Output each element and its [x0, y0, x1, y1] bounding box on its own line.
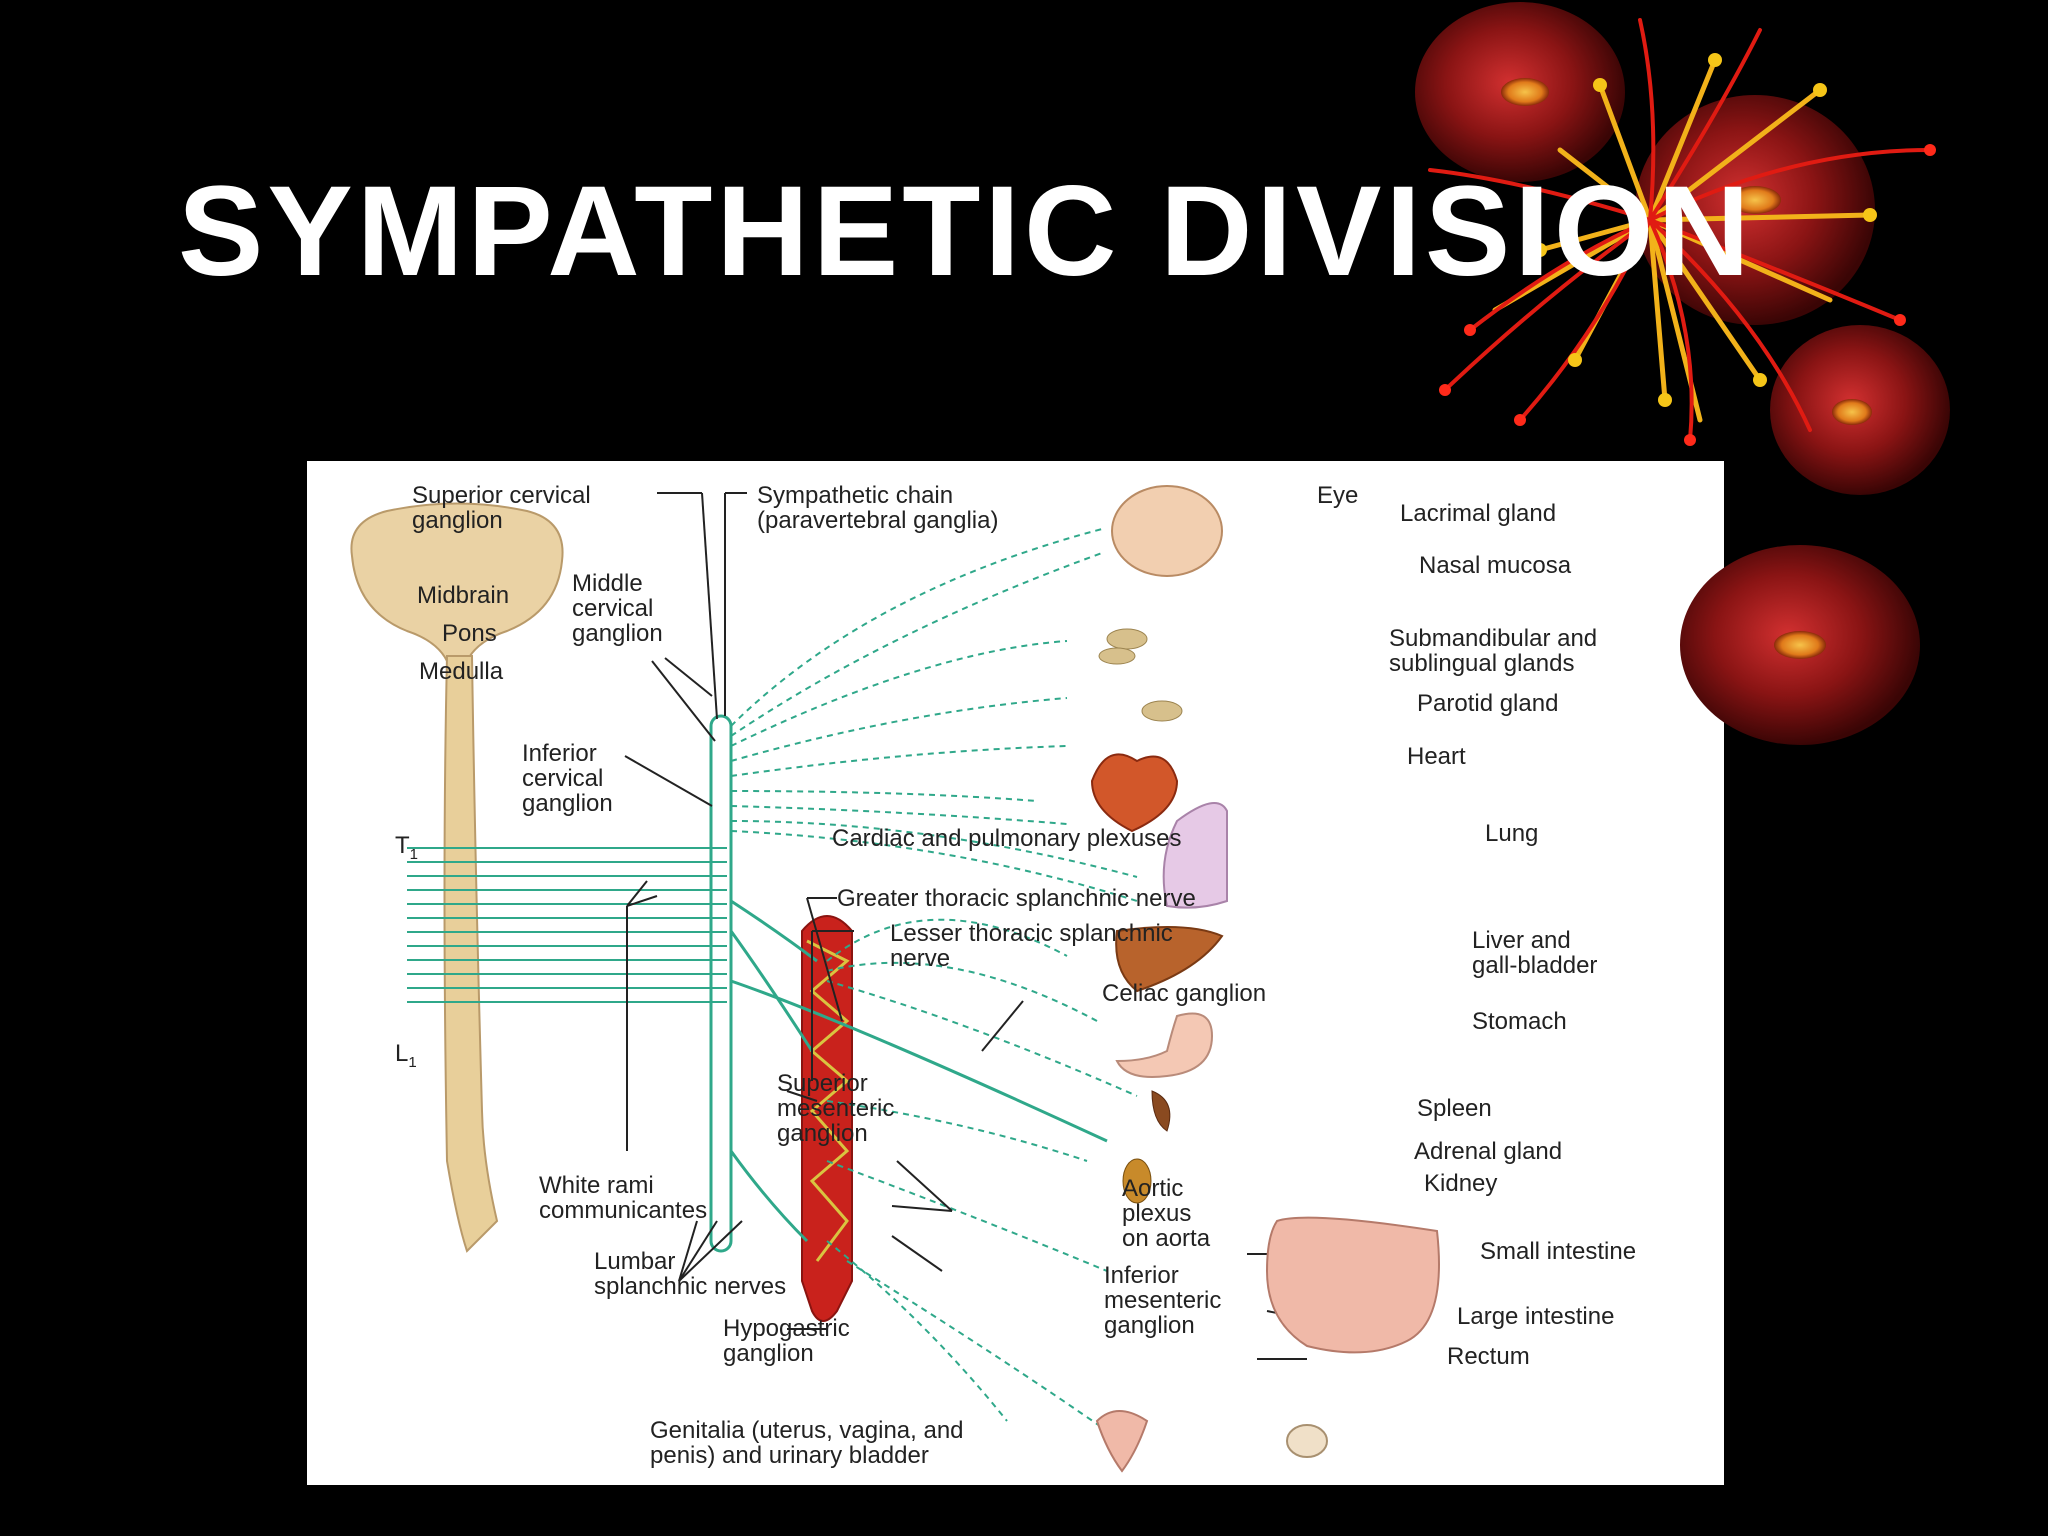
label-l1: L1 [395, 1040, 417, 1071]
label-greater-splanchnic: Greater thoracic splanchnic nerve [837, 885, 1196, 912]
label-cardiac-plexuses: Cardiac and pulmonary plexuses [832, 825, 1182, 852]
aorta-icon [801, 915, 853, 1322]
label-pons: Pons [442, 620, 497, 647]
label-large-intestine: Large intestine [1457, 1303, 1615, 1330]
label-kidney: Kidney [1424, 1170, 1498, 1197]
stomach-icon [1115, 1012, 1214, 1078]
label-celiac: Celiac ganglion [1102, 980, 1267, 1007]
spleen-icon [1151, 1090, 1171, 1132]
slide-title: SYMPATHETIC DIVISION [178, 160, 1754, 303]
label-adrenal: Adrenal gland [1414, 1138, 1563, 1165]
spinal-cord-icon [443, 655, 499, 1253]
label-small-intestine: Small intestine [1480, 1238, 1637, 1265]
liver-icon [1115, 926, 1224, 993]
label-lung: Lung [1485, 820, 1539, 847]
label-spleen: Spleen [1417, 1095, 1492, 1122]
label-midbrain: Midbrain [417, 582, 510, 609]
diagram-artwork [350, 485, 1440, 1473]
label-heart: Heart [1407, 743, 1466, 770]
label-rectum: Rectum [1447, 1343, 1530, 1370]
intestine-icon [1265, 1216, 1440, 1354]
heart-icon [1090, 753, 1179, 833]
label-t1: T1 [395, 832, 419, 863]
label-nasal: Nasal mucosa [1419, 552, 1572, 579]
label-eye: Eye [1317, 482, 1359, 509]
bladder-icon [1286, 1424, 1328, 1458]
label-sympathetic-chain: Sympathetic chain(paravertebral ganglia) [757, 482, 999, 534]
label-medulla: Medulla [419, 658, 504, 685]
label-lacrimal: Lacrimal gland [1400, 500, 1557, 527]
uterus-icon [1095, 1410, 1149, 1473]
lung-icon [1162, 802, 1228, 909]
sympathetic-chain-icon [709, 714, 733, 1253]
label-stomach: Stomach [1472, 1008, 1567, 1035]
kidney-icon [1122, 1158, 1152, 1204]
eye-face-icon [1111, 485, 1223, 577]
brainstem-icon [350, 502, 564, 662]
label-parotid: Parotid gland [1417, 690, 1559, 717]
